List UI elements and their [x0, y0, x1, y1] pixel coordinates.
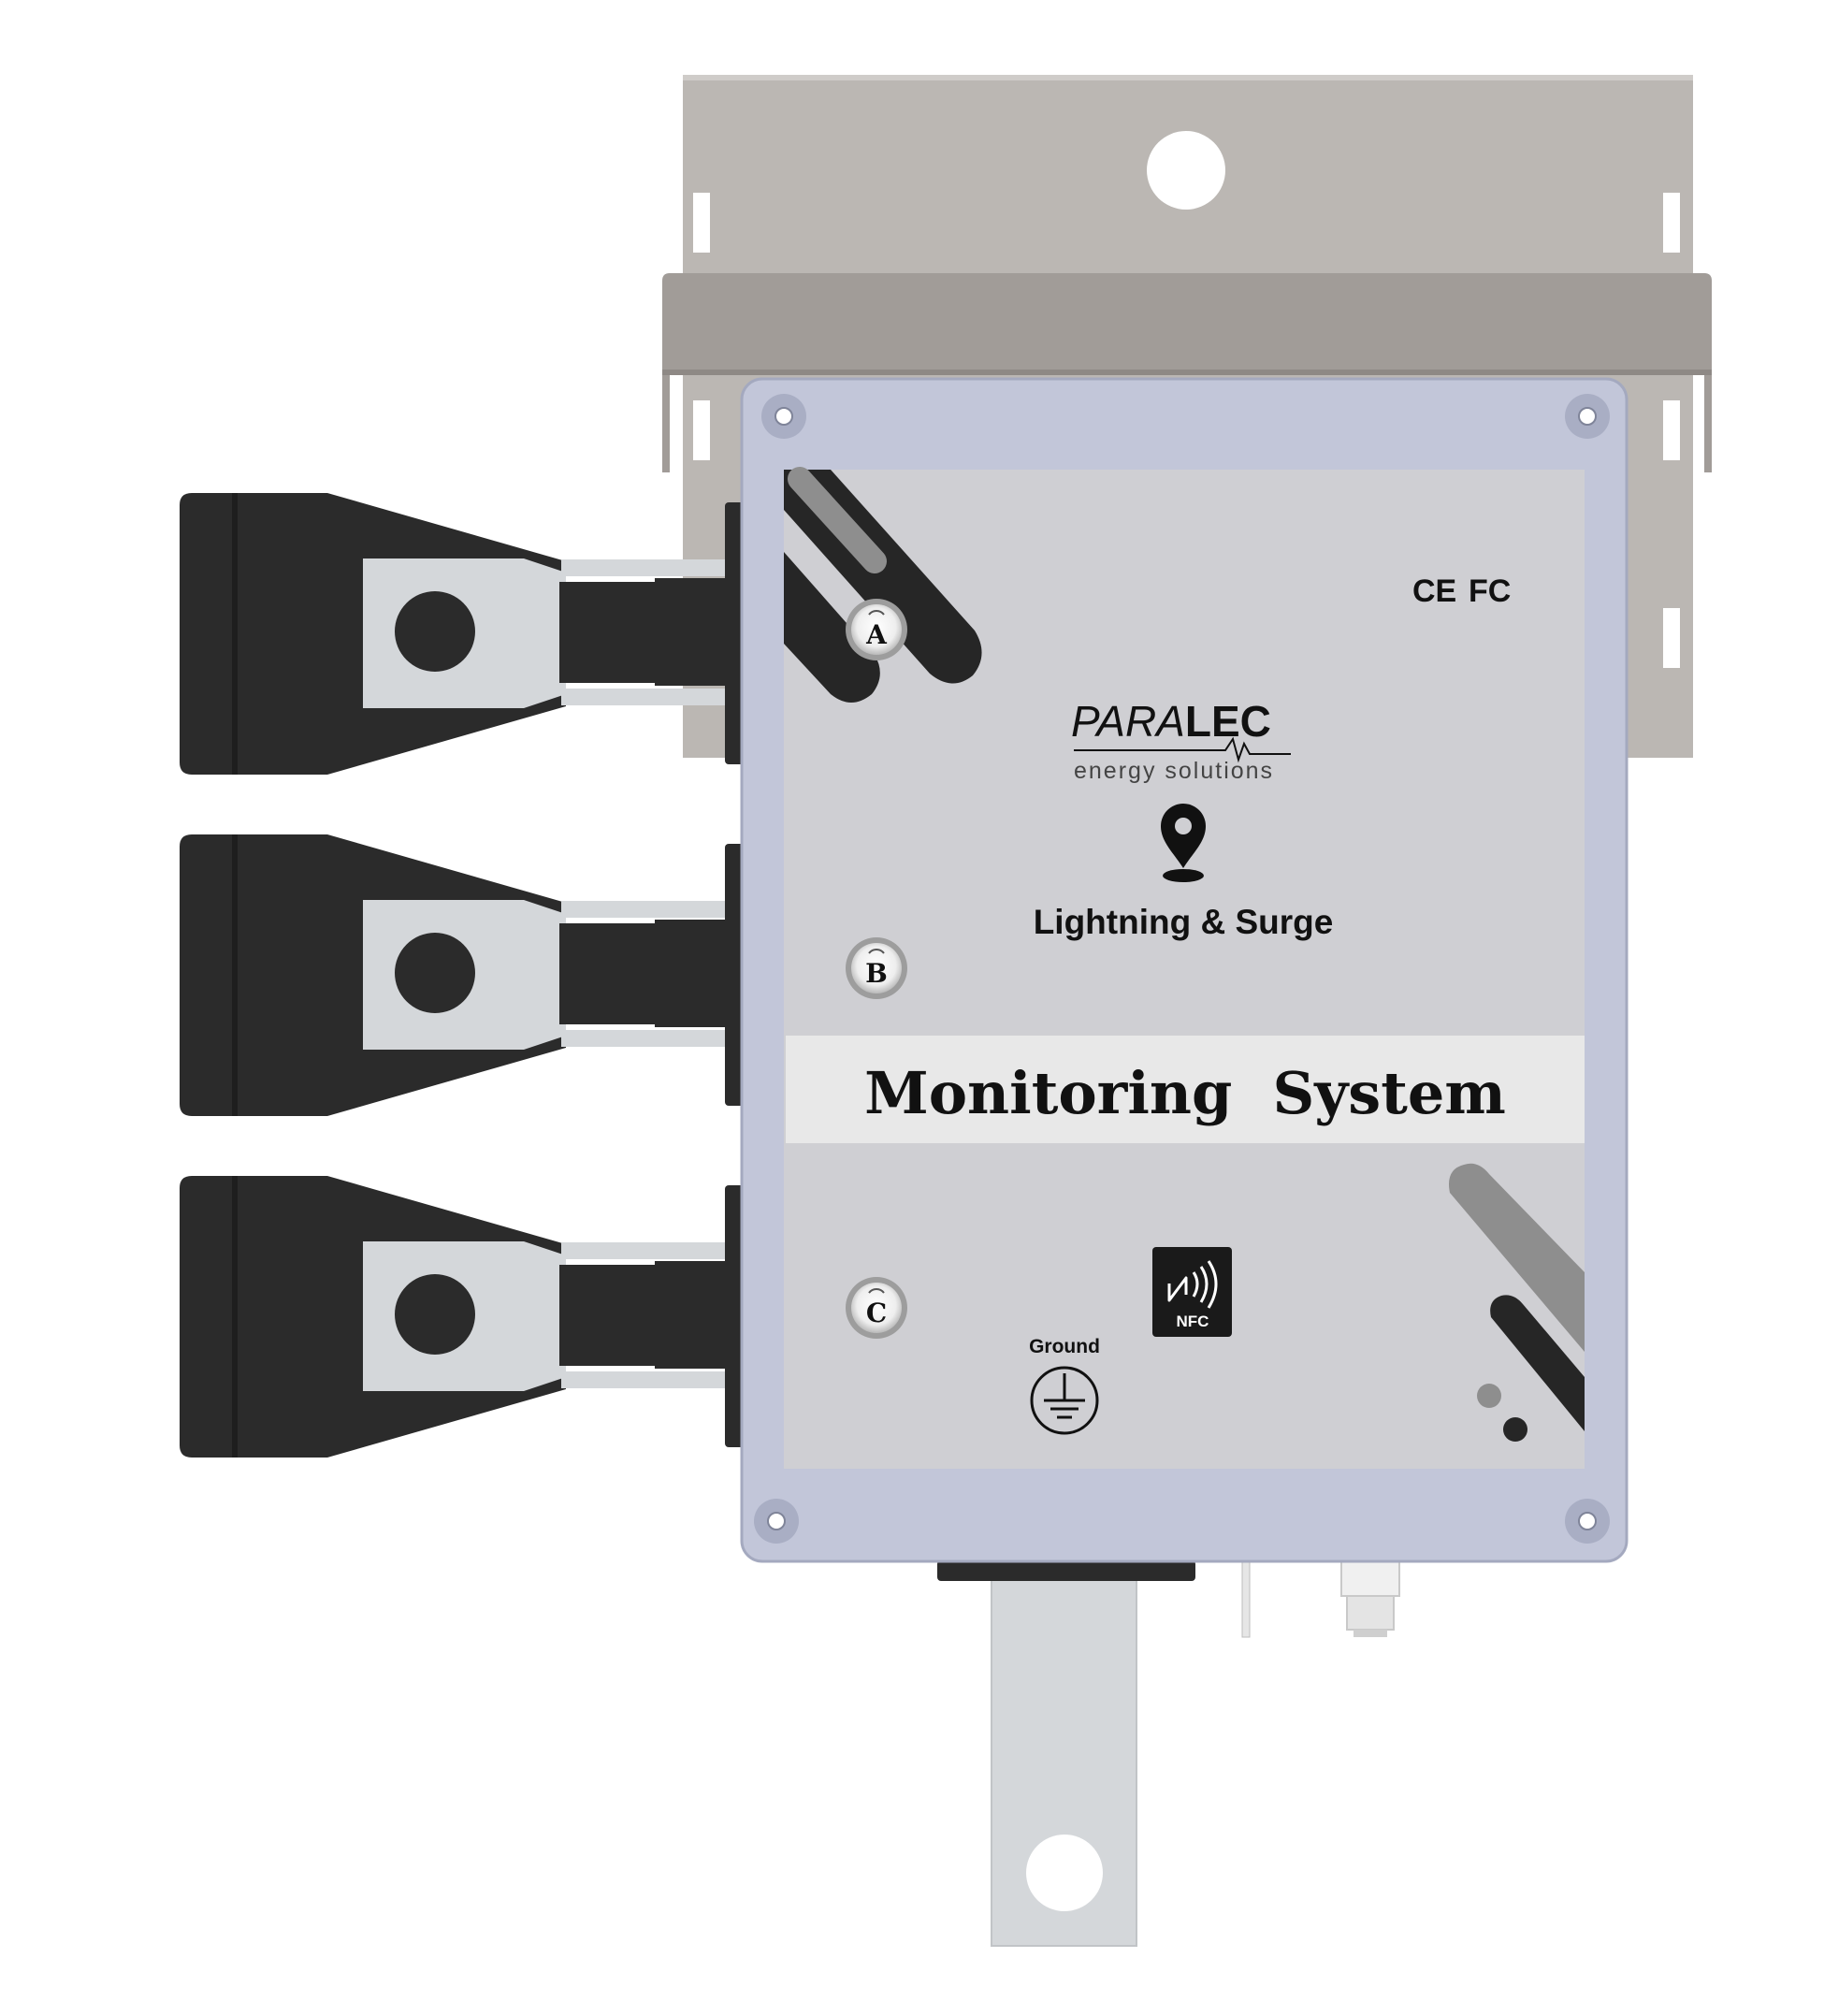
- phase-label: C: [866, 1298, 887, 1328]
- enclosure-screw: [1565, 394, 1610, 439]
- bracket-slot: [1663, 608, 1680, 668]
- brand-name-part1: PARA: [1071, 697, 1185, 746]
- lug-bolt-hole: [395, 1274, 475, 1355]
- bracket-slot: [1663, 193, 1680, 253]
- svg-text:PARALEC: PARALEC: [1071, 697, 1271, 746]
- strap-mount-hole: [1026, 1835, 1103, 1911]
- terminal-a[interactable]: [180, 493, 746, 775]
- title-band: [786, 1036, 1585, 1143]
- ground-symbol-icon: [1030, 1366, 1099, 1435]
- terminal-c[interactable]: [180, 1176, 746, 1458]
- cable-connector[interactable]: [1241, 1559, 1400, 1638]
- product-title: Monitoring System: [864, 1059, 1506, 1127]
- ce-mark: CE: [1412, 573, 1456, 609]
- phase-indicator-c: C: [846, 1277, 907, 1339]
- nfc-label: NFC: [1177, 1313, 1209, 1330]
- product-subtitle: Lightning & Surge: [1034, 903, 1334, 941]
- brand-logo: PARALEC energy solutions: [1071, 697, 1291, 784]
- terminal-b[interactable]: [180, 834, 746, 1116]
- ground-strap: [991, 1575, 1137, 1947]
- nfc-icon[interactable]: NFC: [1152, 1247, 1232, 1337]
- brand-tagline: energy solutions: [1074, 758, 1274, 784]
- enclosure-screw: [754, 1499, 799, 1544]
- bracket-mount-hole: [1147, 131, 1225, 210]
- location-pin-icon: [1161, 804, 1206, 882]
- fcc-mark: FC: [1469, 573, 1511, 609]
- enclosure-screw: [761, 394, 806, 439]
- bottom-gland-seal: [937, 1560, 1195, 1581]
- phase-label: B: [865, 958, 888, 989]
- lug-bolt-hole: [395, 591, 475, 672]
- decorative-stripes-top: [784, 467, 982, 703]
- bracket-slot: [693, 193, 710, 253]
- bracket-slot: [1663, 400, 1680, 460]
- phase-indicator-a: A: [846, 599, 907, 660]
- phase-label: A: [865, 619, 888, 650]
- lug-bolt-hole: [395, 933, 475, 1013]
- ground-label: Ground: [1029, 1336, 1100, 1357]
- decorative-stripes-bottom: [1449, 1163, 1585, 1442]
- enclosure-screw: [1565, 1499, 1610, 1544]
- bracket-slot: [693, 400, 710, 460]
- phase-indicator-b: B: [846, 937, 907, 999]
- brand-name-part2: LEC: [1185, 697, 1271, 746]
